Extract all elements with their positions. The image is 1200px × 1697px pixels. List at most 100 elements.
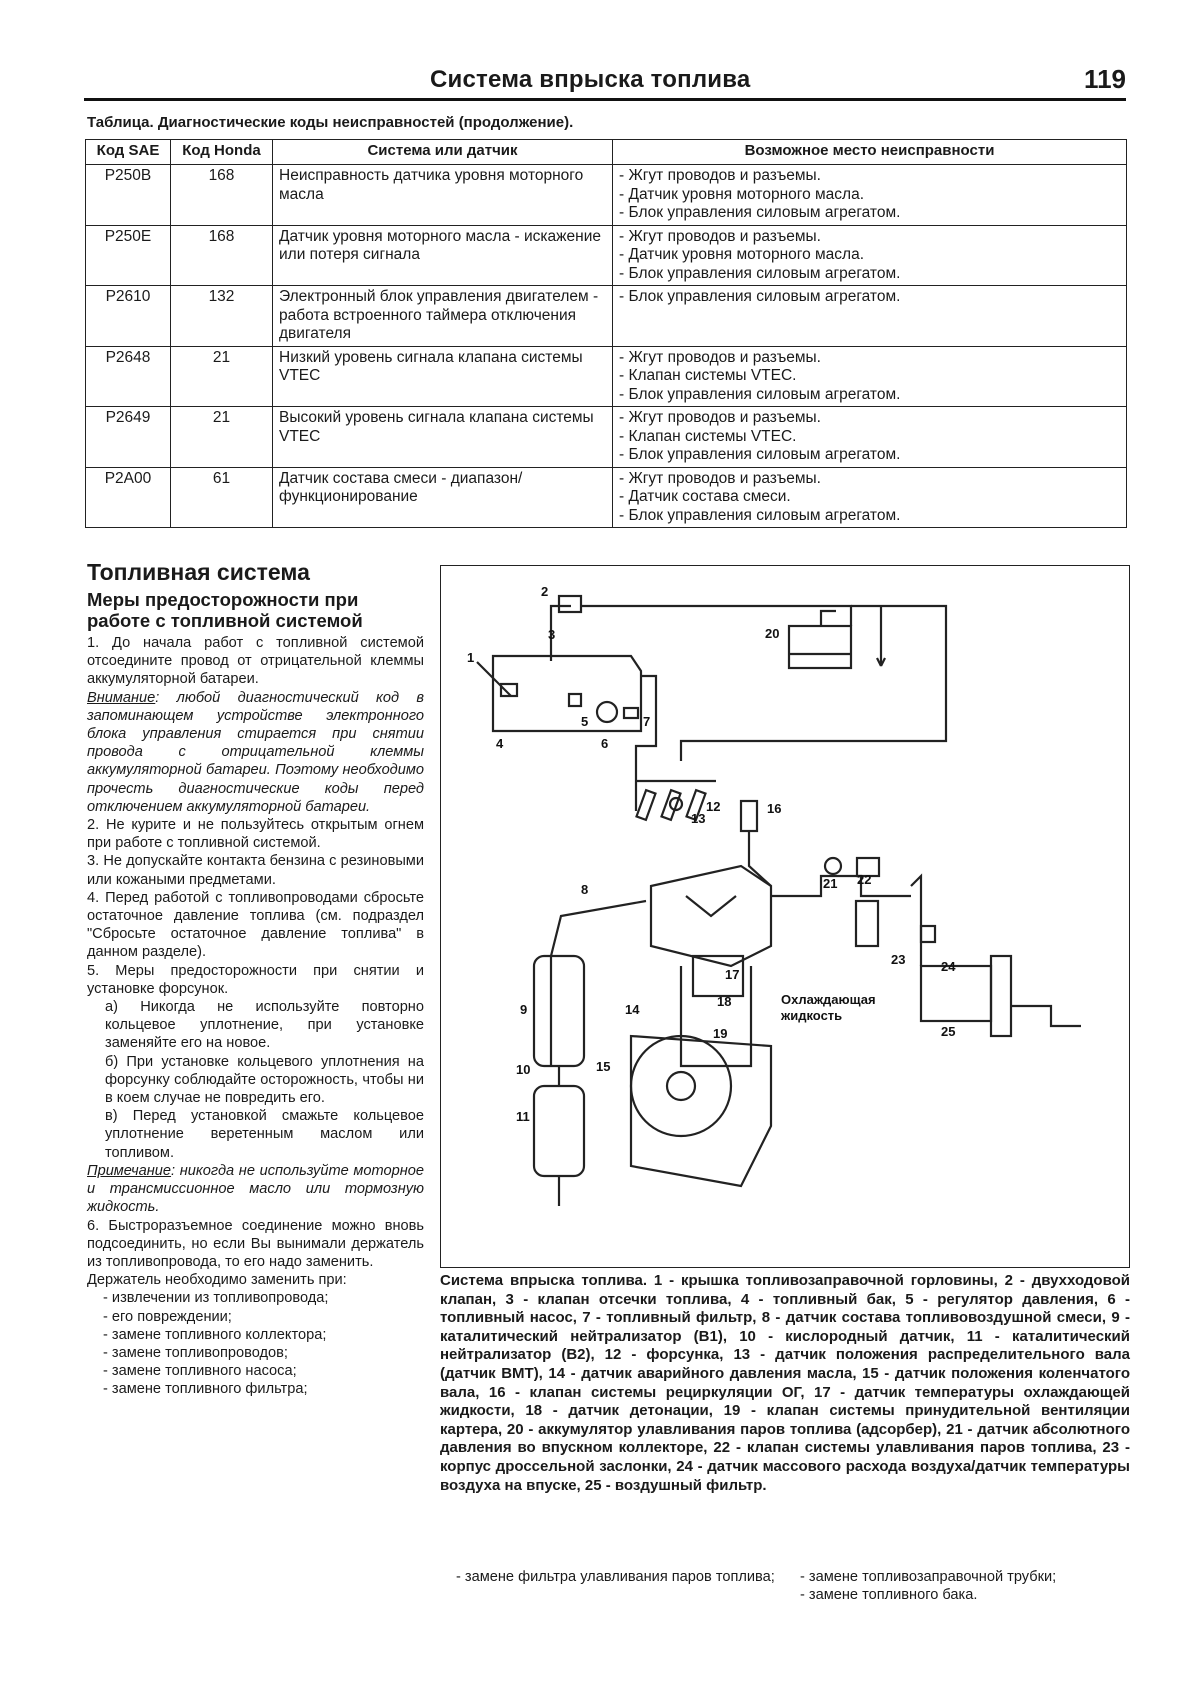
- coolant-label: жидкость: [780, 1008, 842, 1023]
- cam-sensor-shape: [668, 796, 684, 812]
- column-header: Система или датчик: [272, 139, 613, 165]
- system-cell: Электронный блок управления двигателем -…: [272, 285, 613, 347]
- air-filter-shape: [919, 964, 993, 1023]
- fuel-feed-line: [634, 674, 658, 781]
- dtc-table: Код SAE Код Honda Система или датчик Воз…: [85, 139, 1127, 528]
- callout-label: 4: [496, 736, 504, 751]
- honda-code: 61: [170, 466, 273, 528]
- fault-cell: - Блок управления силовым агрегатом.: [612, 285, 1127, 347]
- fault-item: - Блок управления силовым агрегатом.: [619, 446, 901, 463]
- system-cell: Неисправность датчика уровня моторного м…: [272, 164, 613, 226]
- honda-code: 168: [170, 164, 273, 226]
- header-rule: [84, 98, 1126, 101]
- callout-label: 13: [691, 811, 705, 826]
- cylinder-head-shape: [649, 864, 773, 968]
- paragraph: 6. Быстроразъемное соединение можно внов…: [87, 1217, 424, 1270]
- catalytic-converter-b1-shape: [532, 954, 586, 1068]
- sae-code: P2648: [85, 345, 171, 407]
- fault-cell: - Жгут проводов и разъемы. - Датчик уров…: [612, 224, 1127, 286]
- paragraph: 2. Не курите и не пользуйтесь открытым о…: [87, 817, 424, 852]
- fault-cell: - Жгут проводов и разъемы. - Датчик уров…: [612, 164, 1127, 226]
- fault-item: - Клапан системы VTEC.: [619, 367, 797, 384]
- vent-line: [549, 604, 571, 661]
- honda-code: 21: [170, 406, 273, 468]
- vapor-line: [581, 604, 853, 626]
- table-row: P2648 21 Низкий уровень сигнала клапана …: [85, 345, 1127, 407]
- table-row: P2610 132 Электронный блок управления дв…: [85, 285, 1127, 347]
- callout-label: 3: [548, 627, 555, 642]
- callout-label: 15: [596, 1059, 610, 1074]
- callout-label: 19: [713, 1026, 727, 1041]
- paragraph: 3. Не допускайте контакта бензина с рези…: [87, 853, 424, 888]
- attention-note: Внимание: любой диагностический код в за…: [87, 689, 424, 816]
- fault-item: - Блок управления силовым агрегатом.: [619, 506, 901, 524]
- sae-code: P2610: [85, 285, 171, 347]
- sae-code: P2A00: [85, 466, 171, 528]
- fault-cell: - Жгут проводов и разъемы. - Клапан сист…: [612, 345, 1127, 407]
- diagram-drawing: 1 2 3 4 5 6 7 8 9 10 11 12 13 14 15 16 1…: [467, 584, 1081, 1206]
- callout-label: 23: [891, 952, 905, 967]
- filler-cap-shape: [499, 682, 519, 698]
- paragraph: б) При установке кольцевого уплотнения н…: [105, 1053, 424, 1107]
- callout-label: 17: [725, 967, 739, 982]
- callout-label: 12: [706, 799, 720, 814]
- system-cell: Датчик уровня моторного масла - искажени…: [272, 224, 613, 286]
- fault-item: - Блок управления силовым агрегатом.: [619, 204, 901, 221]
- callout-label: 22: [857, 872, 871, 887]
- callout-label: 10: [516, 1062, 530, 1077]
- paragraph: 5. Меры предосторожности при снятии и ус…: [87, 962, 424, 997]
- callout-label: 24: [941, 959, 956, 974]
- callout-label: 16: [767, 801, 781, 816]
- paragraph: в) Перед установкой смажьте кольцевое уп…: [105, 1108, 424, 1161]
- engine-block-shape: [629, 1034, 773, 1188]
- callout-label: 21: [823, 876, 837, 891]
- list-item: - замене топливозаправочной трубки;: [800, 1569, 1057, 1585]
- callout-label: 2: [541, 584, 548, 599]
- fault-item: - Жгут проводов и разъемы.: [619, 167, 821, 184]
- callout-label: 14: [625, 1002, 640, 1017]
- list-item: - замене топливного насоса;: [103, 1363, 297, 1380]
- bottom-list-right: - замене топливозаправочной трубки; - за…: [800, 1568, 1130, 1604]
- egr-valve-shape: [739, 799, 759, 833]
- honda-code: 21: [170, 345, 273, 407]
- injector-shape: [685, 788, 707, 822]
- throttle-body-shape: [854, 899, 880, 948]
- callout-label: 8: [581, 882, 588, 897]
- callout-label: 18: [717, 994, 731, 1009]
- fault-item: - Блок управления силовым агрегатом.: [619, 264, 901, 282]
- paragraph: Держатель необходимо заменить при:: [87, 1272, 347, 1289]
- callout-label: 11: [516, 1109, 530, 1124]
- filler-neck: [476, 661, 512, 697]
- attention-text: : любой диагностический код в запоминающ…: [87, 689, 424, 815]
- honda-code: 132: [170, 285, 273, 347]
- section-heading: Топливная система: [87, 559, 310, 585]
- coolant-label: Охлаждающая: [781, 992, 876, 1007]
- subsection-heading: Меры предосторожности при работе с топли…: [87, 589, 363, 631]
- precautions-text: 1. До начала работ с топливной системой …: [87, 634, 424, 1399]
- note: Примечание: никогда не используйте мотор…: [87, 1162, 424, 1217]
- fuel-pump-shape: [595, 700, 619, 724]
- purge-line: [679, 604, 948, 761]
- table-row: P2649 21 Высокий уровень сигнала клапана…: [85, 406, 1127, 468]
- column-header: Код SAE: [85, 139, 171, 165]
- fuel-system-diagram: 1 2 3 4 5 6 7 8 9 10 11 12 13 14 15 16 1…: [440, 565, 1130, 1268]
- cylinder-block-shape: [679, 966, 753, 1068]
- fault-item: - Блок управления силовым агрегатом.: [619, 385, 901, 403]
- paragraph: 4. Перед работой с топливопроводами сбро…: [87, 889, 424, 961]
- intake-manifold: [771, 874, 911, 898]
- list-item: - замене топливного коллектора;: [103, 1326, 327, 1343]
- fault-item: - Датчик уровня моторного масла.: [619, 246, 864, 263]
- fuel-tank-shape: [491, 654, 643, 733]
- left-column: Топливная система Меры предосторожности …: [87, 559, 424, 1399]
- system-cell: Низкий уровень сигнала клапана системы V…: [272, 345, 613, 407]
- callout-label: 7: [643, 714, 650, 729]
- page-title: Система впрыска топлива: [430, 66, 751, 93]
- note-text: : никогда не используйте моторное и тран…: [87, 1162, 424, 1216]
- callout-label: 5: [581, 714, 588, 729]
- table-caption: Таблица. Диагностические коды неисправно…: [87, 114, 574, 131]
- list-item: - его повреждении;: [103, 1308, 232, 1325]
- paragraph: 1. До начала работ с топливной системой …: [87, 635, 424, 688]
- list-item: - замене фильтра улавливания паров топли…: [456, 1569, 775, 1585]
- sae-code: P2649: [85, 406, 171, 468]
- catalytic-converter-b2-shape: [532, 1084, 586, 1178]
